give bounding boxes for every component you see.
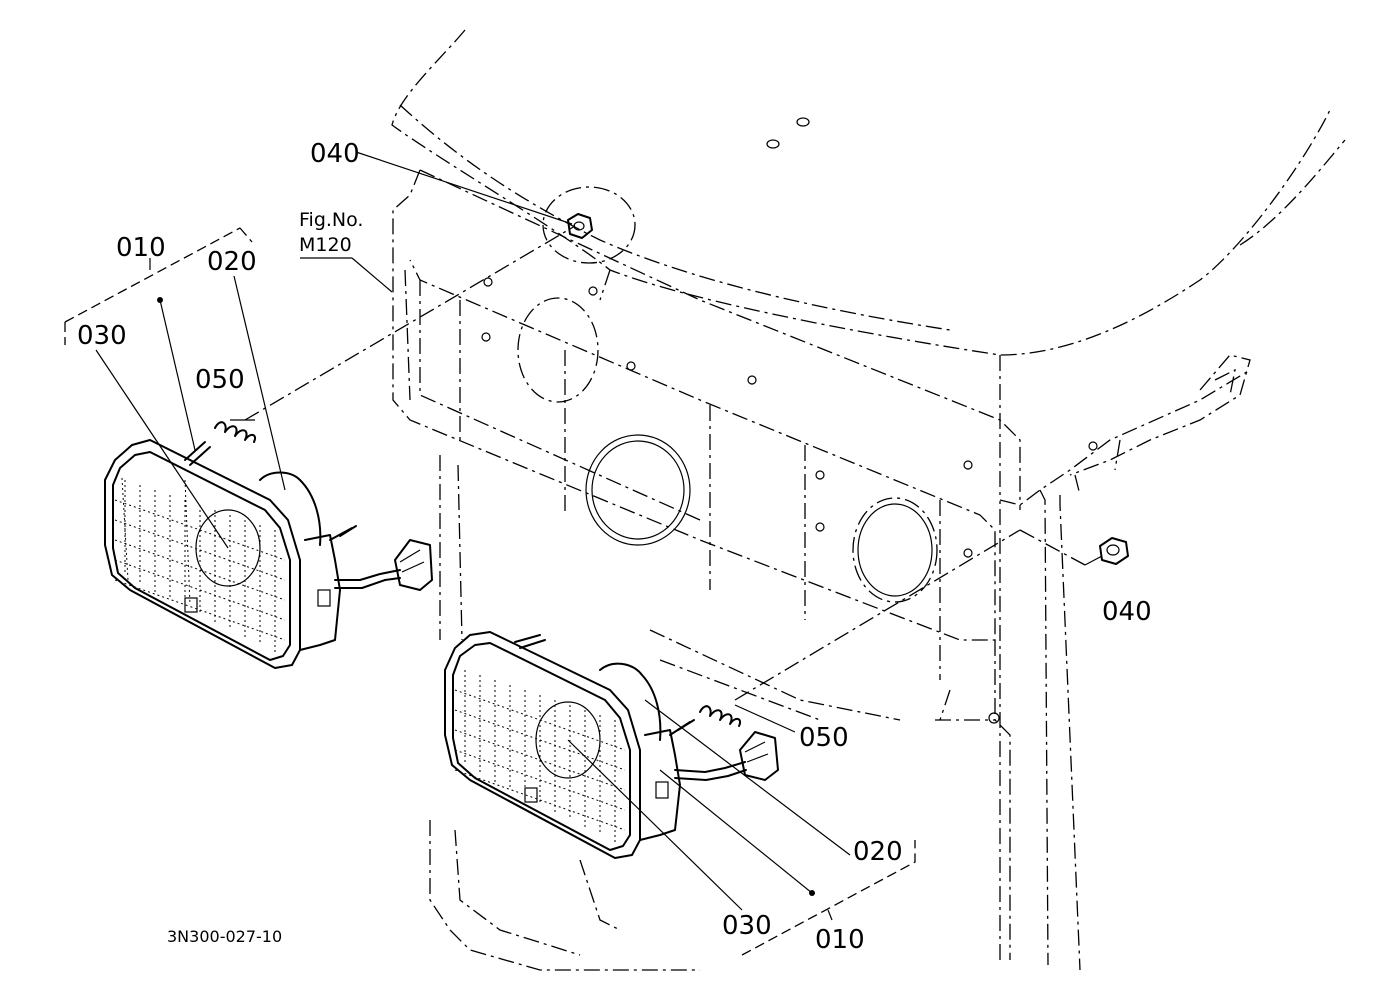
callout-050-left: 050 [195, 365, 245, 395]
callout-030-left: 030 [77, 321, 127, 351]
drawing-code: 3N300-027-10 [167, 927, 282, 946]
figure-ref-line2: M120 [299, 234, 352, 256]
leader-lines [64, 151, 1103, 956]
callout-050-right: 050 [799, 723, 849, 753]
callout-010-right: 010 [815, 925, 865, 955]
figure-ref-line1: Fig.No. [299, 209, 363, 231]
right-headlamp [444, 631, 779, 859]
hood-outline [391, 29, 1346, 506]
callout-030-right: 030 [722, 911, 772, 941]
callout-020-left: 020 [207, 247, 257, 277]
left-headlamp [104, 421, 433, 669]
callout-labels: 040 Fig.No. M120 010 020 030 050 040 050… [77, 139, 1152, 955]
grille-frame [392, 169, 1098, 960]
callout-040-right: 040 [1102, 597, 1152, 627]
body-panels [429, 354, 1251, 971]
callout-010-left: 010 [116, 233, 166, 263]
callout-040-top: 040 [310, 139, 360, 169]
callout-020-right: 020 [853, 837, 903, 867]
nut-right [1099, 537, 1129, 565]
